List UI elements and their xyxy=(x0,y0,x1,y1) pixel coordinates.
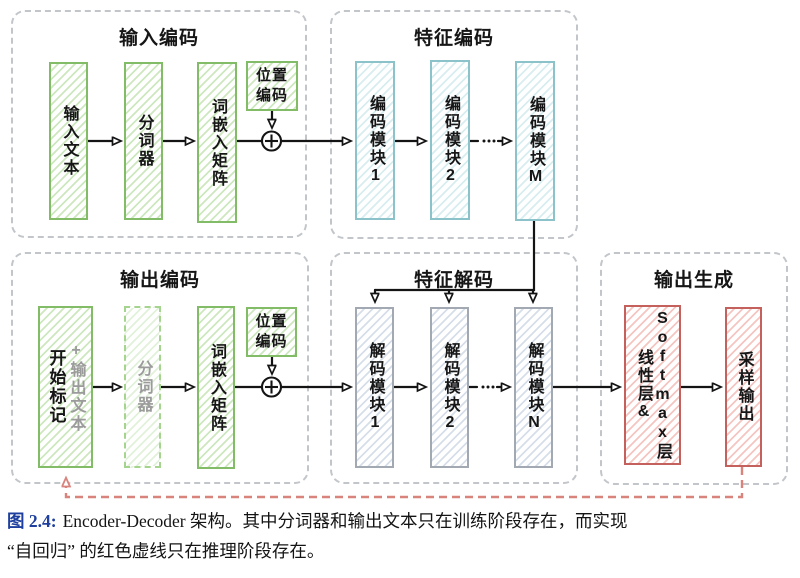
box-position-encoding-bottom-label: 位置编码 xyxy=(255,312,288,350)
box-word-embedding-top: 词嵌入矩阵 xyxy=(197,62,237,223)
box-decoder-module-1: 解码模块1 xyxy=(355,307,394,468)
box-word-embedding-bottom-label: 词嵌入矩阵 xyxy=(208,342,225,433)
box-tokenizer-bottom-label: 分词器 xyxy=(134,360,152,414)
box-softmax-layer-label: Softmax层 xyxy=(654,309,671,461)
box-decoder-module-N-label: 解码模块N xyxy=(525,342,543,433)
box-linear-layer-label: 线性层& xyxy=(635,348,652,422)
figure-caption: 图 2.4:Encoder-Decoder 架构。其中分词器和输出文本只在训练阶… xyxy=(7,506,793,566)
section-title-output-encoding: 输出编码 xyxy=(119,270,200,291)
box-decoder-module-2-label: 解码模块2 xyxy=(441,342,459,433)
box-encoder-module-2-label: 编码模块2 xyxy=(442,94,459,186)
box-output-text-label: +输出文本 xyxy=(67,341,85,433)
box-word-embedding-bottom: 词嵌入矩阵 xyxy=(197,306,235,469)
box-decoder-module-1-label: 解码模块1 xyxy=(366,342,384,433)
figure-caption-line2: “自回归” 的红色虚线只在推理阶段存在。 xyxy=(7,541,325,561)
box-sample-output: 采样输出 xyxy=(725,307,762,467)
box-sample-output-label: 采样输出 xyxy=(735,351,753,423)
box-encoder-module-1-label: 编码模块1 xyxy=(367,95,384,186)
box-position-encoding-top-label: 位置编码 xyxy=(255,66,288,104)
box-word-embedding-top-label: 词嵌入矩阵 xyxy=(209,97,226,188)
box-decoder-module-N: 解码模块N xyxy=(514,307,553,468)
box-start-token-output-text: 开始标记 +输出文本 xyxy=(38,306,93,468)
box-tokenizer-top-label: 分词器 xyxy=(135,114,153,168)
box-input-text-label: 输入文本 xyxy=(60,105,78,177)
box-input-text: 输入文本 xyxy=(49,62,88,220)
box-encoder-module-M-label: 编码模块M xyxy=(527,95,544,187)
box-tokenizer-top: 分词器 xyxy=(124,62,163,220)
box-tokenizer-bottom: 分词器 xyxy=(124,306,161,468)
figure-caption-line1: Encoder-Decoder 架构。其中分词器和输出文本只在训练阶段存在，而实… xyxy=(62,511,628,531)
box-decoder-module-2: 解码模块2 xyxy=(430,307,469,468)
section-title-output-generation: 输出生成 xyxy=(653,270,734,291)
box-encoder-module-1: 编码模块1 xyxy=(355,61,395,220)
box-linear-softmax: 线性层& Softmax层 xyxy=(624,305,681,465)
section-title-input-encoding: 输入编码 xyxy=(118,28,199,49)
section-title-feature-decoding: 特征解码 xyxy=(413,270,494,291)
box-encoder-module-2: 编码模块2 xyxy=(430,60,470,220)
section-title-feature-encoding: 特征编码 xyxy=(413,28,494,49)
figure-caption-label: 图 2.4: xyxy=(7,511,57,531)
box-start-token-label: 开始标记 xyxy=(46,349,66,425)
section-input-encoding: 输入编码 xyxy=(11,10,307,238)
box-position-encoding-top: 位置编码 xyxy=(246,61,298,111)
box-position-encoding-bottom: 位置编码 xyxy=(246,307,297,357)
box-encoder-module-M: 编码模块M xyxy=(515,61,555,221)
